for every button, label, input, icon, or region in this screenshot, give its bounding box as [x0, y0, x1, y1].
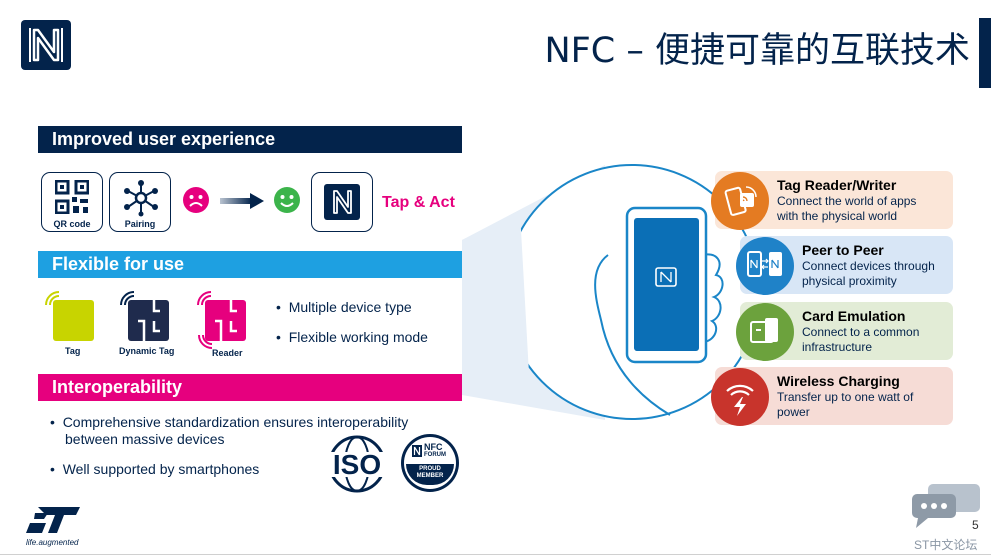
- interop-bullet-2: • Well supported by smartphones: [50, 461, 260, 477]
- card-wireless-charging-title: Wireless Charging: [777, 373, 900, 389]
- flexible-bullet-2-text: Flexible working mode: [288, 329, 428, 345]
- pairing-label: Pairing: [124, 219, 156, 229]
- section-heading-flexible: Flexible for use: [38, 251, 462, 278]
- forum-chat-bubbles-icon: [912, 484, 980, 528]
- nfc-forum-badge: NFC FORUM PROUD MEMBER: [401, 434, 459, 492]
- qr-code-label: QR code: [53, 219, 91, 229]
- nfc-forum-line1: NFC: [424, 442, 443, 452]
- section-heading-user-experience: Improved user experience: [38, 126, 462, 153]
- nfc-forum-line2: FORUM: [424, 452, 446, 458]
- card-tag-reader-writer-desc-line1: Connect the world of apps: [777, 194, 917, 208]
- flexible-bullet-1: • Multiple device type: [276, 299, 412, 315]
- wireless-charging-icon: [711, 368, 769, 426]
- pairing-tile: Pairing: [109, 172, 171, 232]
- card-card-emulation-title: Card Emulation: [802, 308, 906, 324]
- st-logo-icon: [26, 507, 80, 533]
- tag-reader-writer-icon: [711, 172, 769, 230]
- footer-divider: [0, 554, 991, 555]
- card-wireless-charging-desc-line1: Transfer up to one watt of: [777, 390, 914, 404]
- nfc-phone-illustration: [462, 164, 755, 420]
- nfc-logo-icon: [21, 20, 71, 70]
- nfc-tile: [311, 172, 373, 232]
- nfc-forum-line3: PROUD: [419, 466, 441, 472]
- card-wireless-charging-desc-line2: power: [777, 405, 810, 419]
- nfc-forum-line4: MEMBER: [416, 473, 444, 479]
- card-tag-reader-writer-desc-line2: with the physical world: [777, 209, 898, 223]
- st-tagline: life.augmented: [26, 538, 79, 547]
- interop-bullet-2-text: Well supported by smartphones: [62, 461, 260, 477]
- iso-text: ISO: [333, 449, 381, 480]
- forum-watermark: ST中文论坛: [914, 538, 978, 552]
- card-emulation-icon: [736, 303, 794, 361]
- nfc-n-icon: [324, 184, 360, 220]
- pairing-network-icon: [124, 180, 158, 217]
- reader-icon: [197, 291, 246, 349]
- qr-code-tile: QR code: [41, 172, 103, 232]
- section-heading-interop: Interoperability: [38, 374, 462, 401]
- iso-logo-icon: ISO: [325, 435, 389, 493]
- page-number: 5: [972, 518, 979, 532]
- interop-bullet-1-line2: between massive devices: [65, 431, 225, 447]
- arrow-right-icon: [220, 193, 264, 209]
- card-card-emulation-desc-line1: Connect to a common: [802, 325, 920, 339]
- card-tag-reader-writer-title: Tag Reader/Writer: [777, 177, 897, 193]
- tag-label: Tag: [65, 346, 81, 356]
- slide-title: NFC – 便捷可靠的互联技术: [544, 31, 970, 71]
- card-peer-to-peer-desc-line1: Connect devices through: [802, 259, 935, 273]
- card-peer-to-peer-title: Peer to Peer: [802, 242, 884, 258]
- reader-label: Reader: [212, 348, 243, 358]
- nfc-forum-n-icon: [412, 445, 422, 457]
- peer-to-peer-icon: [736, 237, 794, 295]
- tap-act-label: Tap & Act: [382, 194, 455, 211]
- qr-code-icon: [55, 180, 89, 214]
- flexible-bullet-2: • Flexible working mode: [276, 329, 428, 345]
- interop-bullet-1: • Comprehensive standardization ensures …: [50, 414, 409, 430]
- card-peer-to-peer-desc-line2: physical proximity: [802, 274, 897, 288]
- flexible-bullet-1-text: Multiple device type: [288, 299, 412, 315]
- tag-icon: [45, 291, 94, 341]
- card-card-emulation-desc-line2: infrastructure: [802, 340, 873, 354]
- dynamic-tag-label: Dynamic Tag: [119, 346, 175, 356]
- interop-bullet-1-line1: Comprehensive standardization ensures in…: [62, 414, 409, 430]
- happy-face-icon: [274, 187, 300, 213]
- title-accent-bar: [979, 18, 991, 88]
- dynamic-tag-icon: [120, 291, 169, 341]
- sad-face-icon: [183, 187, 209, 213]
